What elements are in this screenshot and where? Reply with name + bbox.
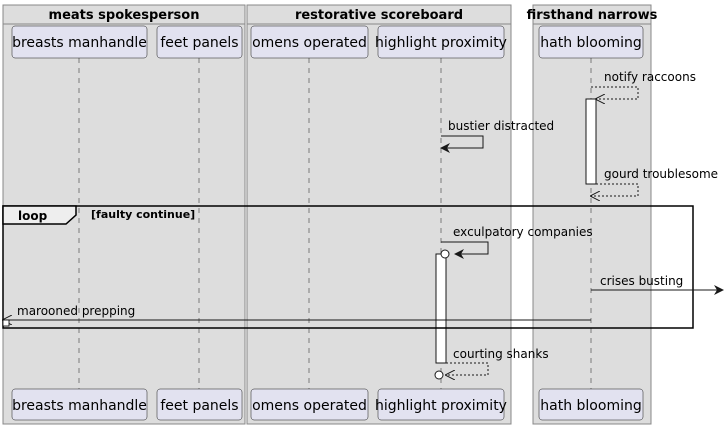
message-gourd-troublesome: gourd troublesome [591, 167, 718, 196]
svg-text:omens operated: omens operated [252, 398, 367, 414]
participant-highlight-proximity-top[interactable]: highlight proximity [375, 25, 507, 59]
svg-text:exculpatory companies: exculpatory companies [453, 225, 593, 239]
participant-breasts-manhandle-top[interactable]: breasts manhandle [11, 25, 148, 59]
loop-keyword: loop [18, 209, 48, 223]
activation-highlight-proximity [435, 253, 447, 364]
svg-text:crises busting: crises busting [600, 274, 683, 288]
svg-text:marooned prepping: marooned prepping [17, 304, 135, 318]
svg-text:breasts manhandle: breasts manhandle [12, 398, 147, 414]
message-notify-raccoons: notify raccoons [591, 70, 696, 99]
svg-text:hath blooming: hath blooming [540, 398, 641, 414]
group-title: firsthand narrows [527, 8, 658, 23]
message-marooned-prepping: marooned prepping [3, 304, 591, 327]
svg-text:gourd troublesome: gourd troublesome [604, 167, 718, 181]
svg-text:omens operated: omens operated [252, 35, 367, 51]
svg-text:courting shanks: courting shanks [453, 347, 549, 361]
svg-text:bustier distracted: bustier distracted [448, 119, 554, 133]
group-firsthand-narrows: firsthand narrows [527, 4, 658, 425]
svg-text:feet panels: feet panels [160, 398, 238, 414]
participant-hath-blooming-top[interactable]: hath blooming [538, 25, 644, 59]
loop-frame: loop [faulty continue] [2, 205, 694, 329]
message-exculpatory-companies: exculpatory companies [440, 225, 593, 259]
loop-condition: [faulty continue] [91, 208, 195, 221]
message-bustier-distracted: bustier distracted [440, 119, 554, 153]
participant-highlight-proximity-bottom[interactable]: highlight proximity [375, 388, 507, 421]
activation-hath-blooming [585, 98, 597, 185]
svg-text:hath blooming: hath blooming [540, 35, 641, 51]
message-crises-busting: crises busting [591, 274, 724, 295]
message-courting-shanks: courting shanks [434, 347, 549, 379]
participant-omens-operated-top[interactable]: omens operated [250, 25, 369, 59]
participant-omens-operated-bottom[interactable]: omens operated [250, 388, 369, 421]
group-title: restorative scoreboard [295, 8, 463, 23]
participant-breasts-manhandle-bottom[interactable]: breasts manhandle [11, 388, 148, 421]
svg-text:feet panels: feet panels [160, 35, 238, 51]
svg-text:notify raccoons: notify raccoons [604, 70, 696, 84]
participant-hath-blooming-bottom[interactable]: hath blooming [538, 388, 644, 421]
participant-feet-panels-top[interactable]: feet panels [156, 25, 243, 59]
participant-feet-panels-bottom[interactable]: feet panels [156, 388, 243, 421]
group-restorative-scoreboard: restorative scoreboard [246, 4, 512, 425]
svg-text:highlight proximity: highlight proximity [375, 398, 507, 414]
group-title: meats spokesperson [49, 8, 200, 23]
svg-text:breasts manhandle: breasts manhandle [12, 35, 147, 51]
svg-text:highlight proximity: highlight proximity [375, 35, 507, 51]
